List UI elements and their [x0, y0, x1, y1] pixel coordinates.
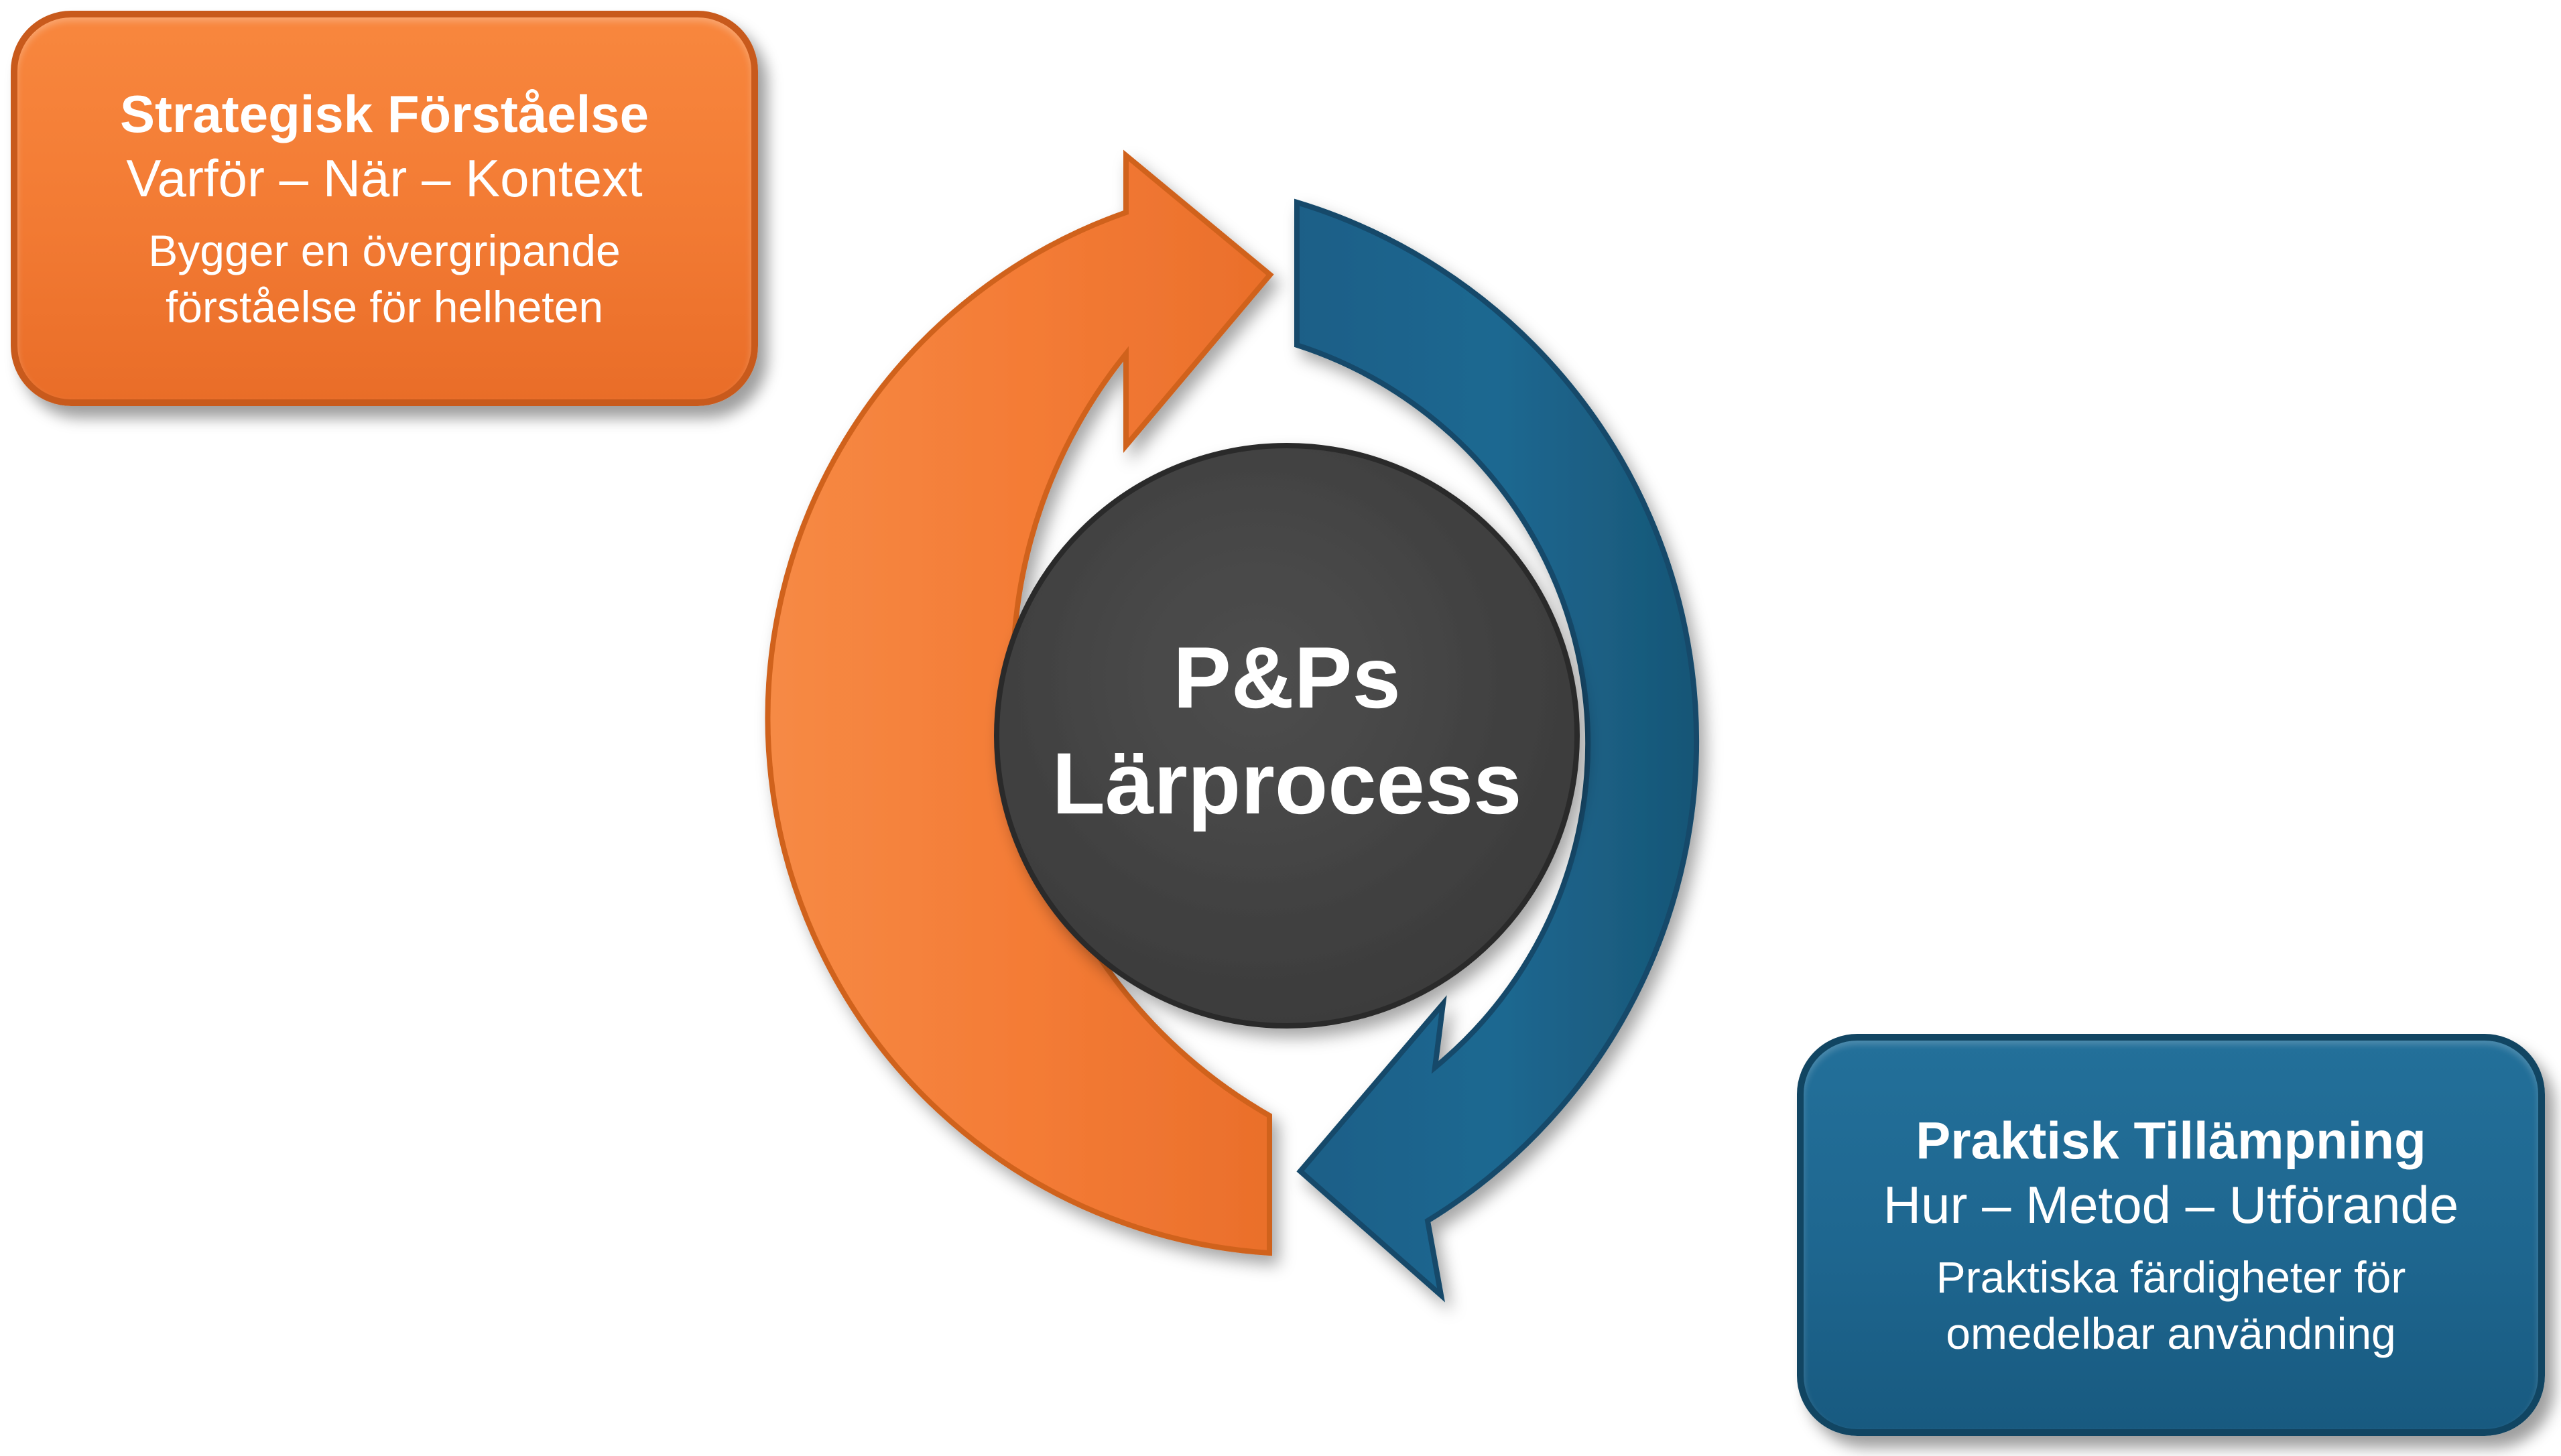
box-description-line2: omedelbar användning: [1946, 1309, 2396, 1358]
strategic-understanding-box: Strategisk Förståelse Varför – När – Kon…: [11, 11, 758, 406]
center-label-line2: Lärprocess: [1052, 734, 1522, 832]
box-title: Praktisk Tillämpning: [1916, 1111, 2426, 1170]
box-subtitle: Varför – När – Kontext: [126, 149, 643, 208]
center-circle: [994, 443, 1580, 1029]
box-description: Praktiska färdigheter för omedelbar anvä…: [1936, 1249, 2406, 1362]
practical-application-box: Praktisk Tillämpning Hur – Metod – Utför…: [1797, 1034, 2545, 1436]
box-description: Bygger en övergripande förståelse för he…: [148, 222, 620, 335]
box-description-line1: Bygger en övergripande: [148, 226, 621, 275]
center-label: P&Ps Lärprocess: [992, 603, 1582, 858]
center-label-line1: P&Ps: [1173, 628, 1401, 726]
blue-curved-arrow-icon: [1294, 198, 1700, 1303]
box-title: Strategisk Förståelse: [119, 84, 649, 143]
box-description-line2: förståelse för helheten: [165, 282, 604, 332]
box-description-line1: Praktiska färdigheter för: [1936, 1252, 2406, 1302]
box-subtitle: Hur – Metod – Utförande: [1883, 1175, 2459, 1234]
